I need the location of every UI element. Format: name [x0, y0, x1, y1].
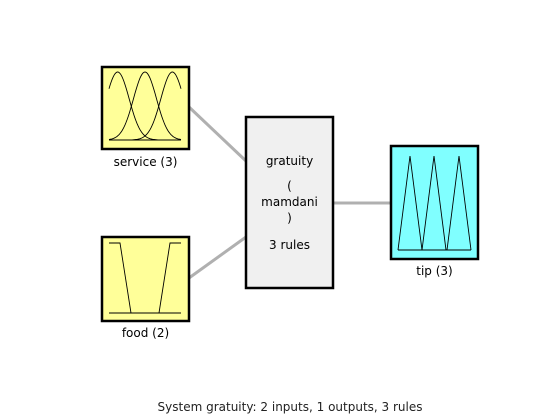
system-open-paren: ( [287, 179, 292, 193]
tip-mf-triangle-3 [446, 155, 472, 251]
food-mf-trap-2 [158, 242, 181, 314]
input-variable-service[interactable]: service (3) [100, 65, 191, 169]
system-summary-caption: System gratuity: 2 inputs, 1 outputs, 3 … [158, 400, 423, 414]
system-type: mamdani [261, 195, 318, 209]
connector-food-to-system [188, 235, 247, 280]
system-close-paren: ) [287, 211, 292, 225]
connectors [187, 105, 391, 280]
tip-box[interactable] [389, 144, 480, 261]
connector-service-to-system [187, 105, 248, 163]
food-label: food (2) [122, 326, 169, 340]
system-block[interactable]: gratuity ( mamdani ) 3 rules [244, 115, 335, 290]
service-label: service (3) [114, 155, 178, 169]
output-variable-tip[interactable]: tip (3) [389, 144, 480, 278]
system-rules-count: 3 rules [269, 238, 310, 252]
input-variable-food[interactable]: food (2) [100, 235, 191, 340]
tip-label: tip (3) [416, 264, 452, 278]
food-mf-trap-1 [109, 242, 132, 314]
service-mf-curve-2 [108, 71, 182, 140]
system-box[interactable] [244, 115, 335, 290]
tip-mf-triangle-2 [421, 155, 447, 251]
tip-mf-triangle-1 [397, 155, 423, 251]
service-mf-curve-3 [109, 71, 182, 141]
food-box[interactable] [100, 235, 191, 323]
system-name: gratuity [266, 154, 313, 168]
